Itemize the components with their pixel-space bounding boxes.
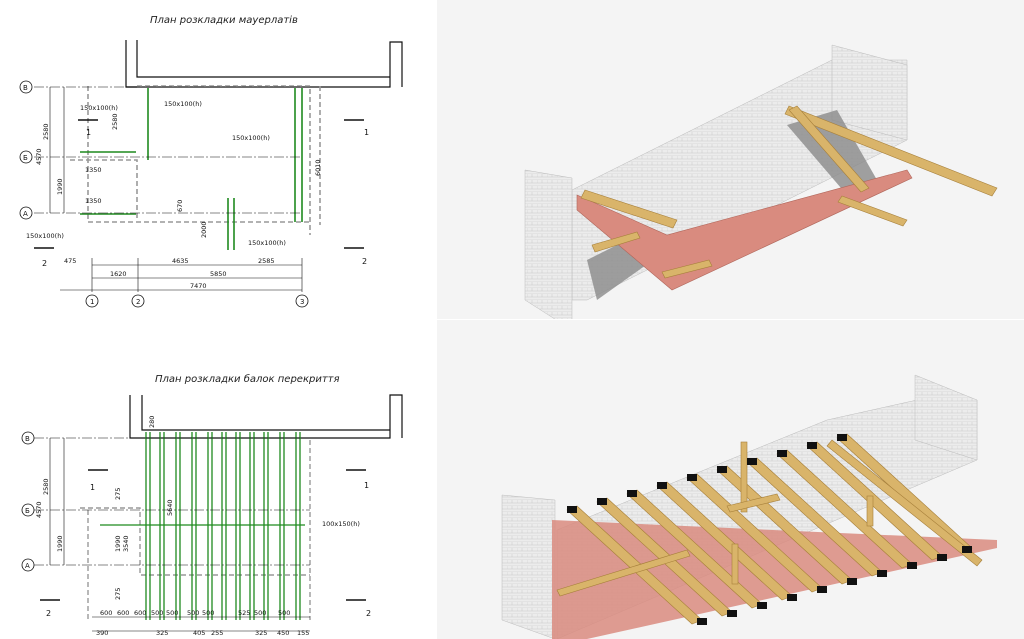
dim-inner: 275	[114, 488, 122, 500]
dim-bottom-total: 7470	[190, 282, 207, 290]
axis-letter-bubbles: В Б А	[19, 80, 33, 220]
axis-letter: А	[23, 210, 28, 218]
axis-number: 1	[90, 298, 94, 306]
dim-left: 1990	[56, 535, 64, 552]
axis-letter: Б	[25, 507, 30, 515]
section-mark-label: 2	[362, 257, 367, 266]
brick-wall-right	[831, 44, 908, 141]
dim-inner: 3540	[122, 535, 130, 552]
dim-bottom: 600	[117, 609, 129, 617]
dim-inner: 1990	[114, 535, 122, 552]
section-mark-label: 2	[42, 259, 47, 268]
dim-left: 4570	[35, 501, 43, 518]
dim-left: 2580	[42, 123, 50, 140]
axis-number-bubbles: 1 2 3	[85, 294, 309, 308]
dim-inner: 280	[148, 416, 156, 428]
dim-bottom: 450	[277, 629, 289, 637]
axis-letter: Б	[23, 154, 28, 162]
floor-joists	[100, 432, 305, 620]
dimension-lines	[49, 87, 303, 292]
floor-beam-plan-title: План розкладки балок перекриття	[155, 373, 340, 385]
beam-label: 150x100(h)	[248, 239, 286, 247]
section-mark-label: 1	[364, 128, 369, 137]
axis-letter-bubbles: В Б А	[21, 431, 35, 572]
dim-left: 4570	[35, 148, 43, 165]
dim-right: 6010	[314, 159, 322, 176]
dim-left: 2580	[42, 478, 50, 495]
dim-inner: 670	[176, 200, 184, 212]
axis-number: 2	[136, 298, 140, 306]
dim-inner: 1350	[85, 166, 102, 174]
floor-joists	[556, 433, 983, 625]
dim-bottom: 500	[202, 609, 214, 617]
brick-wall-left	[524, 169, 573, 319]
dim-bottom: 390	[96, 629, 108, 637]
dims-bottom-row1: 600 600 600 500 500 500 500 525 500 500	[100, 609, 290, 617]
dim-left: 1990	[56, 178, 64, 195]
wall-dashed	[80, 440, 311, 620]
mauerlat-plan-title: План розкладки мауерлатів	[150, 14, 298, 26]
dim-bottom: 500	[187, 609, 199, 617]
grid-axes	[34, 437, 310, 566]
dim-bottom: 525	[238, 609, 250, 617]
brick-wall-right	[914, 374, 978, 461]
dimension-lines	[49, 438, 310, 632]
dim-inner: 1350	[85, 197, 102, 205]
section-mark-label: 1	[86, 128, 91, 137]
beam-label: 100x150(h)	[322, 520, 360, 528]
dim-bottom: 600	[100, 609, 112, 617]
floor-beam-plan-drawing: План розкладки балок перекриття	[0, 320, 437, 639]
beam-label: 150x100(h)	[232, 134, 270, 142]
wall-outline	[129, 394, 403, 439]
section-marks	[34, 119, 364, 249]
dim-bottom: 255	[211, 629, 223, 637]
joist-caps	[567, 434, 972, 625]
mauerlat-plan-drawing: План розкладки мауерлатів	[0, 0, 437, 319]
mauerlat-beams	[80, 88, 303, 250]
brick-wall-left	[501, 494, 556, 639]
dim-inner: 275	[114, 588, 122, 600]
mauerlat-beam	[576, 169, 913, 291]
dim-bottom: 325	[156, 629, 168, 637]
dim-inner: 5640	[166, 499, 174, 516]
dim-bottom: 405	[193, 629, 205, 637]
posts	[726, 441, 874, 585]
axis-letter: А	[25, 562, 30, 570]
floor-joists-3d-render	[437, 320, 1024, 639]
section-mark-label: 2	[46, 609, 51, 618]
axis-number: 3	[300, 298, 304, 306]
dim-bottom: 4635	[172, 257, 189, 265]
timber-beams	[580, 105, 998, 279]
dim-bottom: 325	[255, 629, 267, 637]
beam-label: 150x100(h)	[164, 100, 202, 108]
wall-outline	[125, 40, 403, 88]
mauerlat-3d-render	[437, 0, 1024, 319]
section-marks	[40, 469, 366, 601]
mauerlat-beam	[552, 520, 997, 639]
section-mark-label: 1	[90, 483, 95, 492]
dim-bottom: 5850	[210, 270, 227, 278]
dim-bottom: 600	[134, 609, 146, 617]
axis-letter: В	[23, 84, 28, 92]
dim-bottom: 1620	[110, 270, 127, 278]
dim-inner: 2000	[200, 221, 208, 238]
wall-dashed	[70, 85, 321, 235]
beam-label: 150x100(h)	[26, 232, 64, 240]
dim-bottom: 500	[166, 609, 178, 617]
dim-bottom: 475	[64, 257, 76, 265]
beam-label: 150x100(h)	[80, 104, 118, 112]
axis-letter: В	[25, 435, 30, 443]
dim-bottom: 2585	[258, 257, 275, 265]
dim-bottom: 500	[254, 609, 266, 617]
grid-axes	[34, 86, 300, 214]
dim-bottom: 500	[278, 609, 290, 617]
dim-bottom: 155	[297, 629, 309, 637]
section-mark-label: 1	[364, 481, 369, 490]
dim-bottom: 500	[151, 609, 163, 617]
dims-bottom-row2: 390 325 405 255 325 450 155	[96, 629, 309, 637]
dim-inner: 2580	[111, 113, 119, 130]
section-mark-label: 2	[366, 609, 371, 618]
